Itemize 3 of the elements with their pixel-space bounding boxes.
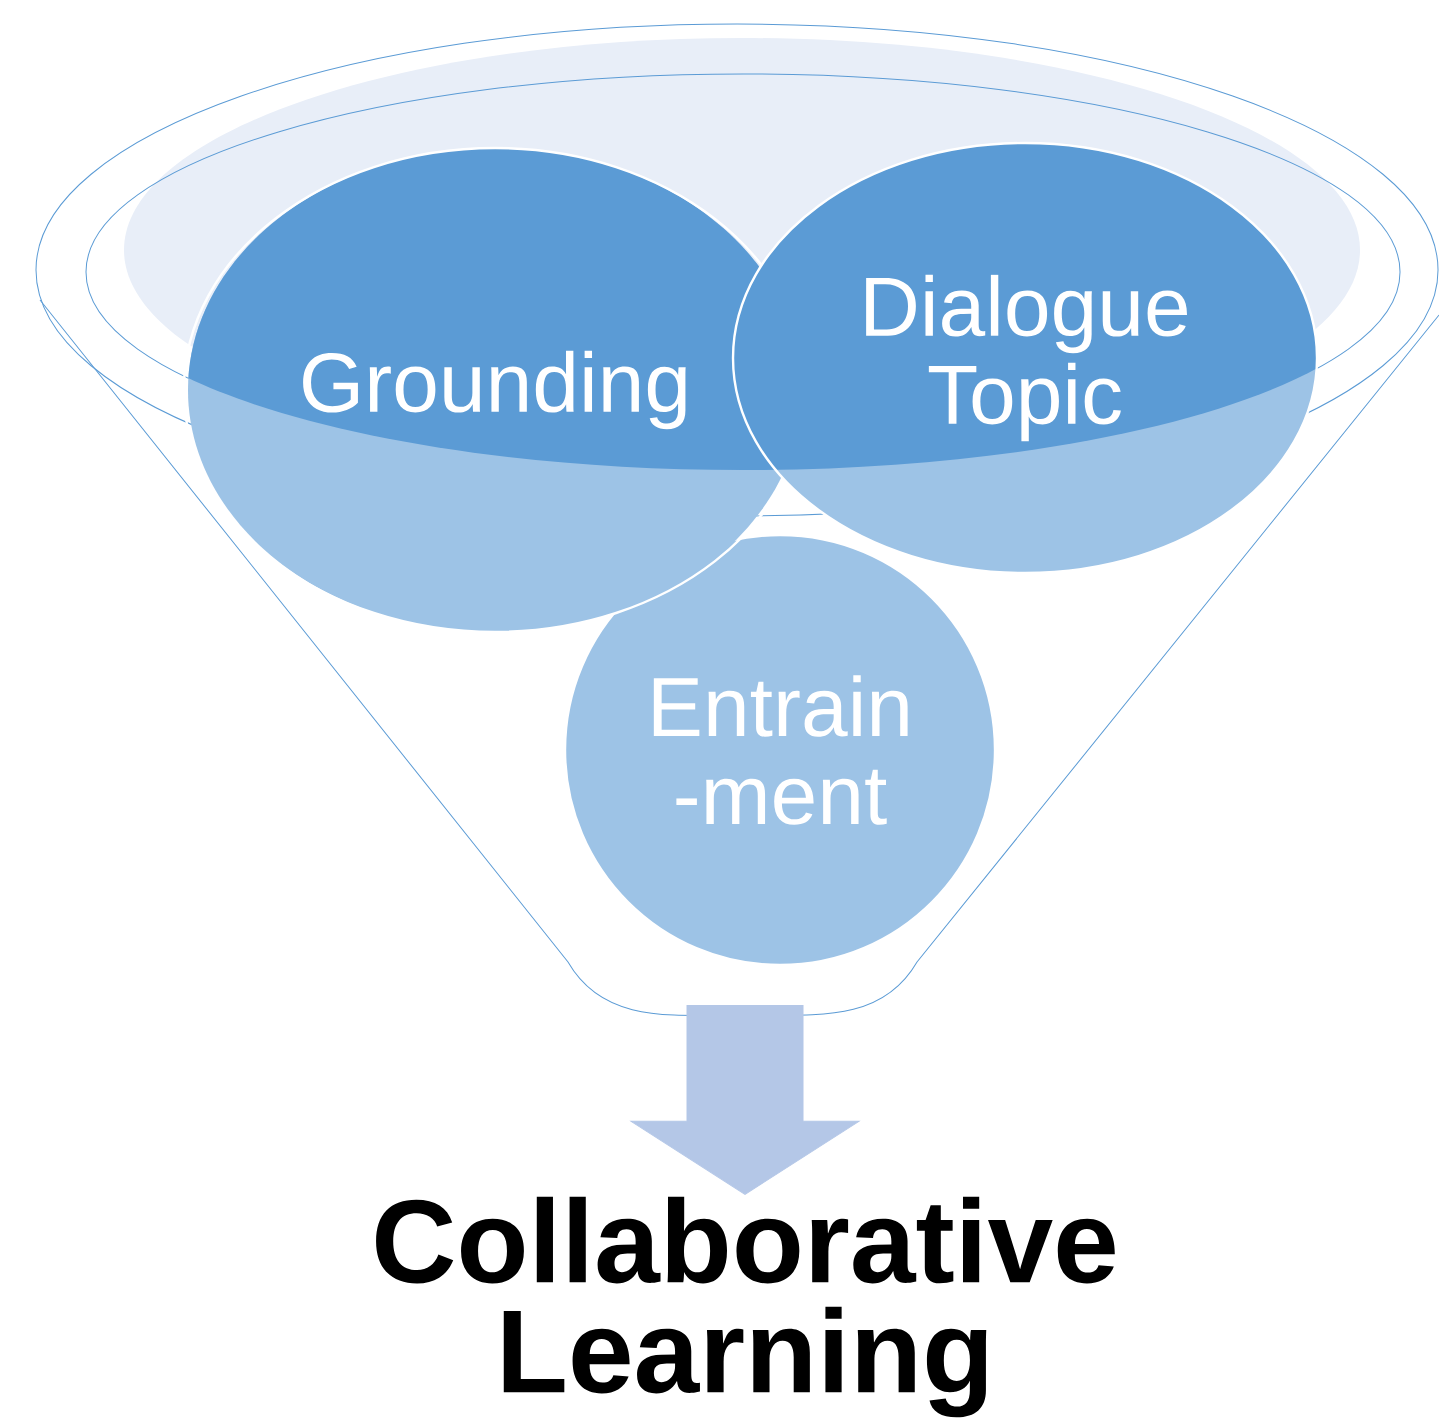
heading: Collaborative Learning <box>376 1196 1115 1418</box>
block-arrow <box>630 1004 860 1195</box>
node-label: Entrain -ment <box>653 675 908 825</box>
